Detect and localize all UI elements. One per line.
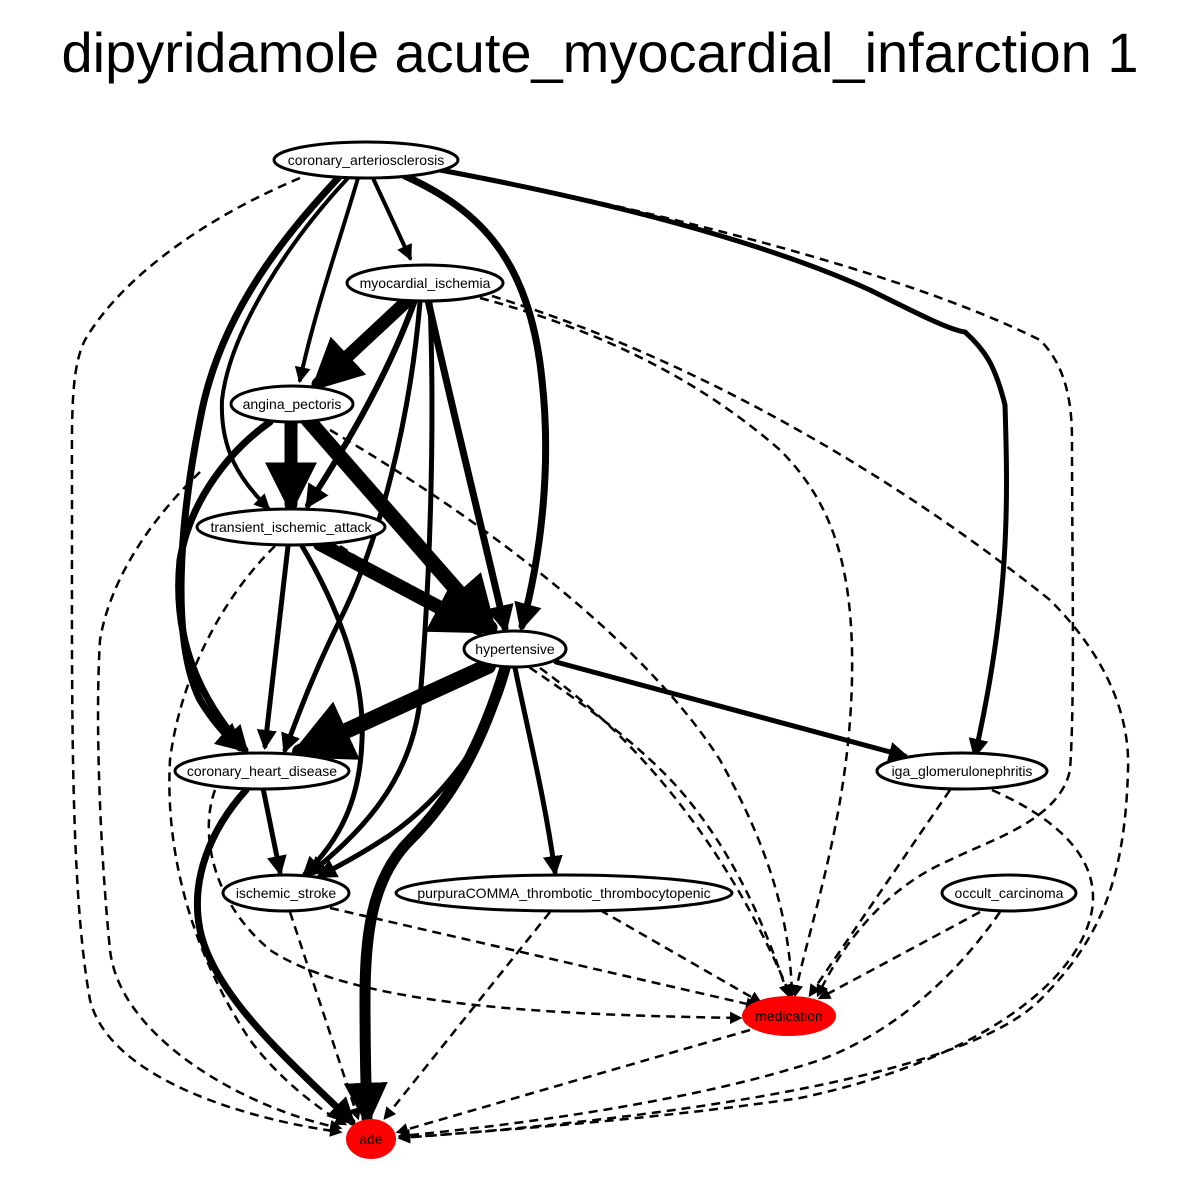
edge: [177, 172, 344, 752]
edge: [294, 176, 360, 384]
graph-title: dipyridamole acute_myocardial_infarction…: [61, 21, 1139, 84]
node-label: ade: [359, 1131, 383, 1147]
edge: [168, 545, 348, 1126]
edge: [343, 662, 511, 1127]
edge: [370, 174, 412, 261]
edge: [256, 543, 291, 750]
node-occult-carcinoma[interactable]: occult_carcinoma: [940, 873, 1078, 913]
node-label: myocardial_ischemia: [360, 275, 491, 291]
node-medication[interactable]: medication: [742, 996, 836, 1036]
node-label: coronary_heart_disease: [187, 763, 337, 779]
edge: [306, 299, 435, 877]
node-label: medication: [755, 1008, 823, 1024]
edges-dashed: [70, 170, 1130, 1144]
node-label: transient_ischemic_attack: [210, 519, 372, 535]
node-coronary-heart-disease[interactable]: coronary_heart_disease: [173, 751, 351, 791]
edge: [70, 176, 343, 1137]
edge: [339, 544, 791, 998]
edge: [539, 666, 792, 998]
edge: [383, 911, 551, 1120]
node-label: purpuraCOMMA_thrombotic_thrombocytopenic: [417, 885, 710, 901]
edge: [299, 543, 365, 877]
node-label: ischemic_stroke: [236, 885, 337, 901]
edge: [260, 785, 287, 876]
edge: [288, 911, 361, 1121]
edge: [313, 537, 488, 635]
edge: [808, 789, 952, 998]
edge: [395, 1028, 751, 1136]
node-ade[interactable]: ade: [346, 1119, 396, 1159]
edge: [401, 172, 550, 632]
edge: [288, 658, 496, 760]
edge: [96, 471, 343, 1133]
edge: [193, 786, 356, 1126]
node-label: occult_carcinoma: [955, 885, 1064, 901]
nodes: coronary_arteriosclerosis myocardial_isc…: [173, 140, 1078, 1159]
edge: [310, 293, 415, 392]
node-myocardial-ischemia[interactable]: myocardial_ischemia: [345, 263, 505, 303]
edge: [512, 665, 563, 876]
edge: [437, 167, 1010, 759]
node-label: angina_pectoris: [243, 396, 342, 412]
edge: [479, 296, 854, 998]
edge: [207, 789, 743, 1025]
edge: [397, 294, 1130, 1144]
node-label: coronary_arteriosclerosis: [288, 152, 444, 168]
edge: [397, 911, 1002, 1142]
node-label: iga_glomerulonephritis: [892, 763, 1033, 779]
edge: [817, 910, 981, 1000]
edge: [305, 297, 418, 510]
node-angina-pectoris[interactable]: angina_pectoris: [229, 384, 355, 424]
edge: [599, 908, 763, 1004]
edge: [219, 176, 350, 511]
node-iga-glomerulonephritis[interactable]: iga_glomerulonephritis: [875, 751, 1049, 791]
node-coronary-arteriosclerosis[interactable]: coronary_arteriosclerosis: [272, 140, 460, 180]
node-ischemic-stroke[interactable]: ischemic_stroke: [221, 873, 351, 913]
edges-solid: [175, 167, 1010, 1127]
edge: [281, 299, 423, 754]
node-transient-ischemic-attack[interactable]: transient_ischemic_attack: [195, 507, 387, 547]
edge: [329, 428, 798, 998]
edge: [175, 418, 274, 755]
node-hypertensive[interactable]: hypertensive: [462, 629, 568, 669]
edge: [329, 906, 759, 1010]
node-purpura[interactable]: purpuraCOMMA_thrombotic_thrombocytopenic: [394, 873, 734, 913]
edge: [553, 659, 909, 762]
edge: [454, 170, 1075, 998]
node-label: hypertensive: [475, 641, 555, 657]
